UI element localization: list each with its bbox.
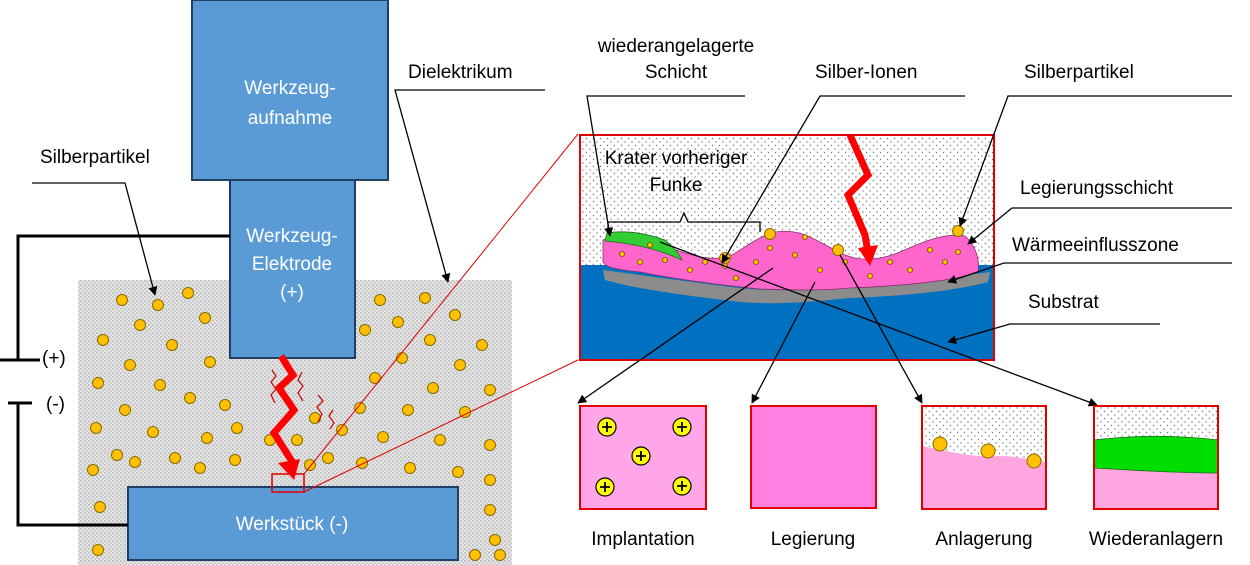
crater-label-1: Krater vorheriger [605,148,748,169]
silver-particles-left-leader [32,182,158,296]
wire-negative [16,403,128,527]
alloy-layer-label: Legierungsschicht [1020,178,1174,199]
wire-positive [16,234,230,360]
haz-leader [947,262,1232,284]
silver-particles-right-leader [958,95,1232,227]
electrode-label-1: Werkzeug- [246,226,338,247]
redeposited-label-1: wiederangelagerte [597,36,754,57]
tool-electrode [229,179,356,359]
electrode-label-3: (+) [280,282,304,303]
haz-label: Wärmeeinflusszone [1012,235,1179,256]
tool-holder-label-2: aufnahme [248,108,333,129]
deposition-panel [921,405,1047,510]
minus-label: (-) [46,394,65,415]
substrate-leader [947,323,1160,345]
workpiece-label: Werkstück (-) [236,514,349,535]
implanted-ions [619,234,961,281]
magnified-view [579,133,995,361]
redeposited-leader [586,95,745,237]
alloying-leader [751,281,816,404]
minor-sparks [270,369,335,430]
silver-ions-leader [721,95,965,264]
alloying-label: Legierung [771,529,856,550]
zoom-line-top [303,133,579,475]
redeposition-panel [1093,405,1219,510]
plus-label: (+) [42,348,66,369]
silver-particles-right-label: Silberpartikel [1024,62,1134,83]
workpiece [127,486,459,561]
deposition-label: Anlagerung [935,529,1032,550]
electrode-label-2: Elektrode [252,254,332,275]
zoom-box [271,473,305,493]
alloy-layer-leader [967,207,1232,245]
redeposition-label: Wiederanlagern [1089,529,1223,550]
implantation-label: Implantation [591,529,695,550]
dielectric-leader [394,89,545,283]
crater-label-2: Funke [650,175,703,196]
silver-particles-left-label: Silberpartikel [40,147,150,168]
substrate-label: Substrat [1028,292,1099,313]
redeposited-label-2: Schicht [645,62,708,83]
spark-right-head [858,245,878,266]
spark-right [843,133,873,253]
deposition-leader [839,254,923,404]
redeposition-leader [659,241,1098,407]
silver-ions-label: Silber-Ionen [815,62,917,83]
implantation-leader [577,267,774,404]
implantation-panel [579,405,707,510]
silver-particles-left [87,287,506,561]
zoom-line-bottom [303,359,579,493]
heat-affected-zone [603,270,990,304]
alloying-panel [750,405,877,509]
tool-holder-label-1: Werkzeug- [244,78,336,99]
redeposited-layer [604,231,683,261]
tool-holder [191,0,389,181]
dielectric-label: Dielektrikum [408,62,513,83]
